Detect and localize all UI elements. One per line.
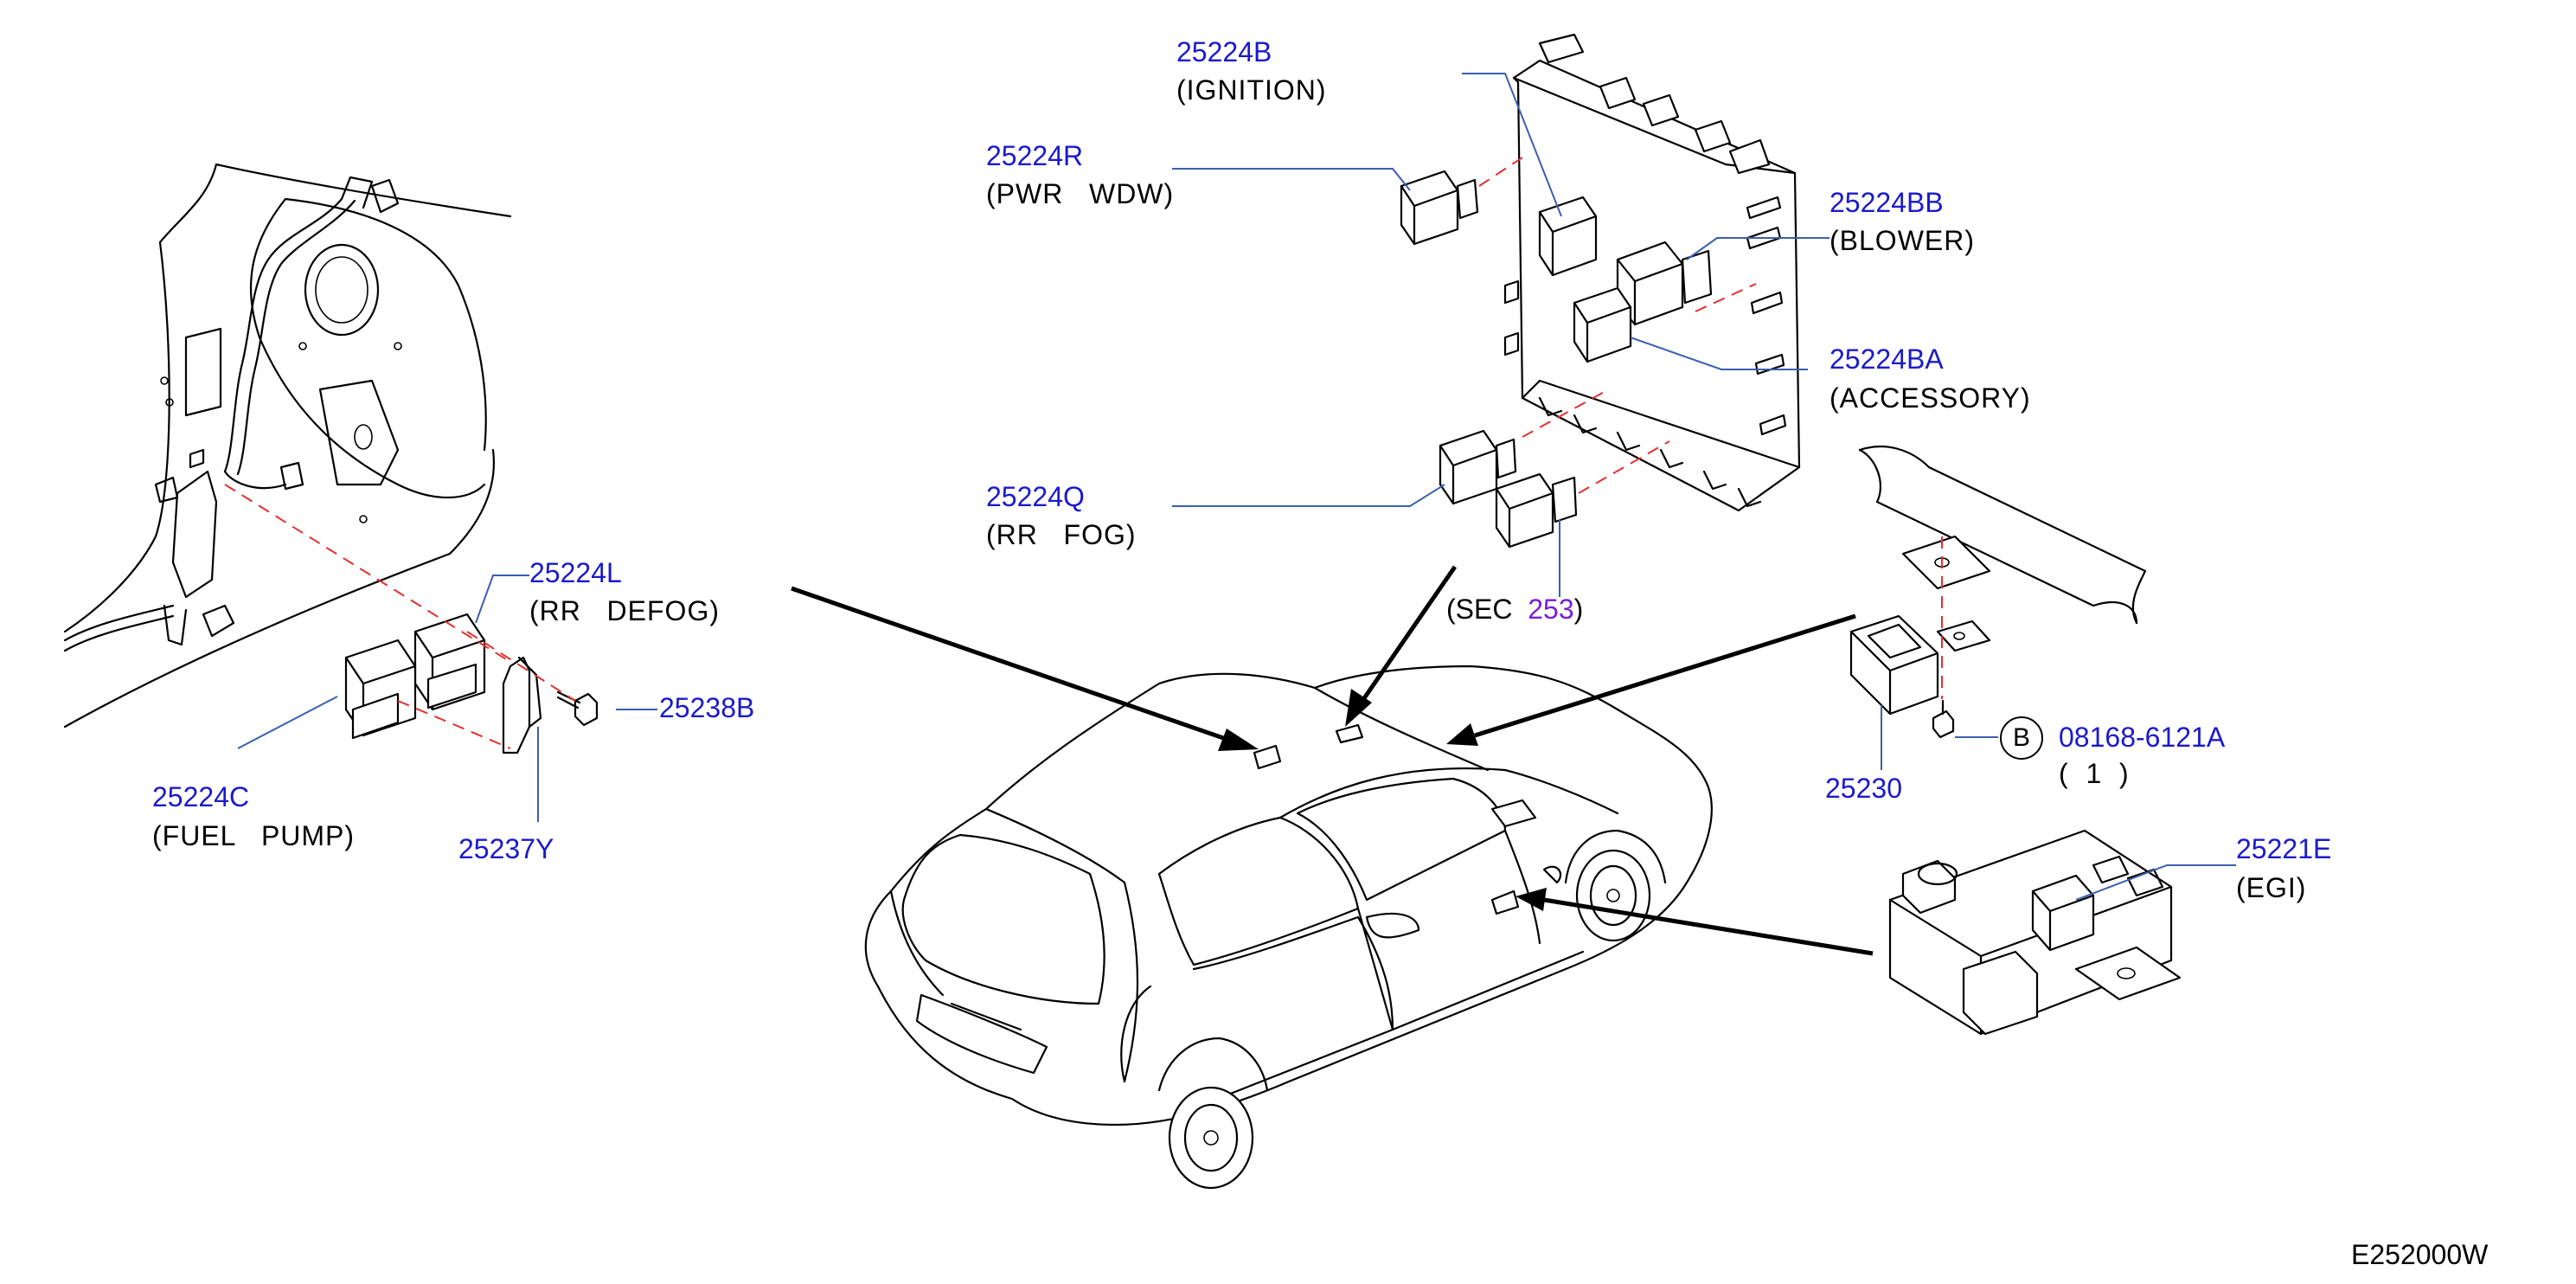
part-number-25237Y: 25237Y bbox=[458, 833, 554, 864]
part-quantity: ( 1 ) bbox=[2059, 758, 2130, 789]
part-number-25224B: 25224B bbox=[1176, 36, 1272, 67]
part-number-08168-6121A: 08168-6121A bbox=[2059, 722, 2226, 753]
relay-blower bbox=[1616, 241, 1713, 326]
part-number-25224L: 25224L bbox=[529, 557, 622, 588]
relay-accessory bbox=[1573, 286, 1632, 363]
relay-25230 bbox=[1849, 614, 1939, 716]
relay-sec-253 bbox=[1495, 472, 1578, 549]
part-number-25221E: 25221E bbox=[2236, 833, 2332, 864]
part-desc-pwr-wdw: (PWR WDW) bbox=[986, 178, 1175, 209]
part-desc-ignition: (IGNITION) bbox=[1176, 74, 1327, 106]
part-number-25224C: 25224C bbox=[152, 781, 250, 812]
part-desc-rr-defog: (RR DEFOG) bbox=[529, 595, 720, 626]
egi-relay-bracket bbox=[1888, 829, 2182, 1036]
relay-fuel-pump bbox=[344, 639, 417, 740]
section-suffix: ) bbox=[1573, 594, 1584, 625]
relay-rr-defog bbox=[413, 613, 486, 711]
part-number-25224Q: 25224Q bbox=[986, 481, 1085, 512]
leader-lines bbox=[237, 73, 2236, 901]
part-desc-fuel-pump: (FUEL PUMP) bbox=[152, 820, 356, 851]
relay-ignition bbox=[1538, 196, 1598, 277]
part-number-25224BB: 25224BB bbox=[1829, 187, 1944, 218]
phantom-lines bbox=[224, 157, 1943, 749]
vehicle bbox=[864, 664, 1713, 1190]
screw-08168-6121A bbox=[1932, 699, 1955, 739]
pipe-bracket bbox=[1858, 446, 2147, 652]
part-number-25224R: 25224R bbox=[986, 140, 1084, 171]
relay-pwr-wdw bbox=[1400, 170, 1479, 246]
section-number-link[interactable]: 253 bbox=[1528, 594, 1574, 625]
part-desc-rr-fog: (RR FOG) bbox=[986, 519, 1137, 550]
part-number-25230: 25230 bbox=[1825, 773, 1902, 804]
part-number-25224BA: 25224BA bbox=[1829, 343, 1944, 375]
location-arrows bbox=[791, 565, 1874, 956]
part-number-25238B: 25238B bbox=[659, 692, 755, 723]
diagram-id: E252000W bbox=[2351, 1239, 2489, 1270]
part-desc-blower: (BLOWER) bbox=[1829, 225, 1975, 256]
relay-bracket-25237Y bbox=[502, 656, 542, 754]
section-prefix: (SEC bbox=[1446, 594, 1513, 625]
part-desc-accessory: (ACCESSORY) bbox=[1829, 382, 2031, 414]
bolt-25238B bbox=[556, 690, 599, 727]
body-side-panel bbox=[63, 163, 512, 729]
section-reference: (SEC 253) bbox=[1446, 594, 1583, 625]
part-desc-egi: (EGI) bbox=[2236, 872, 2307, 903]
reference-circle-b: B bbox=[2000, 716, 2043, 760]
